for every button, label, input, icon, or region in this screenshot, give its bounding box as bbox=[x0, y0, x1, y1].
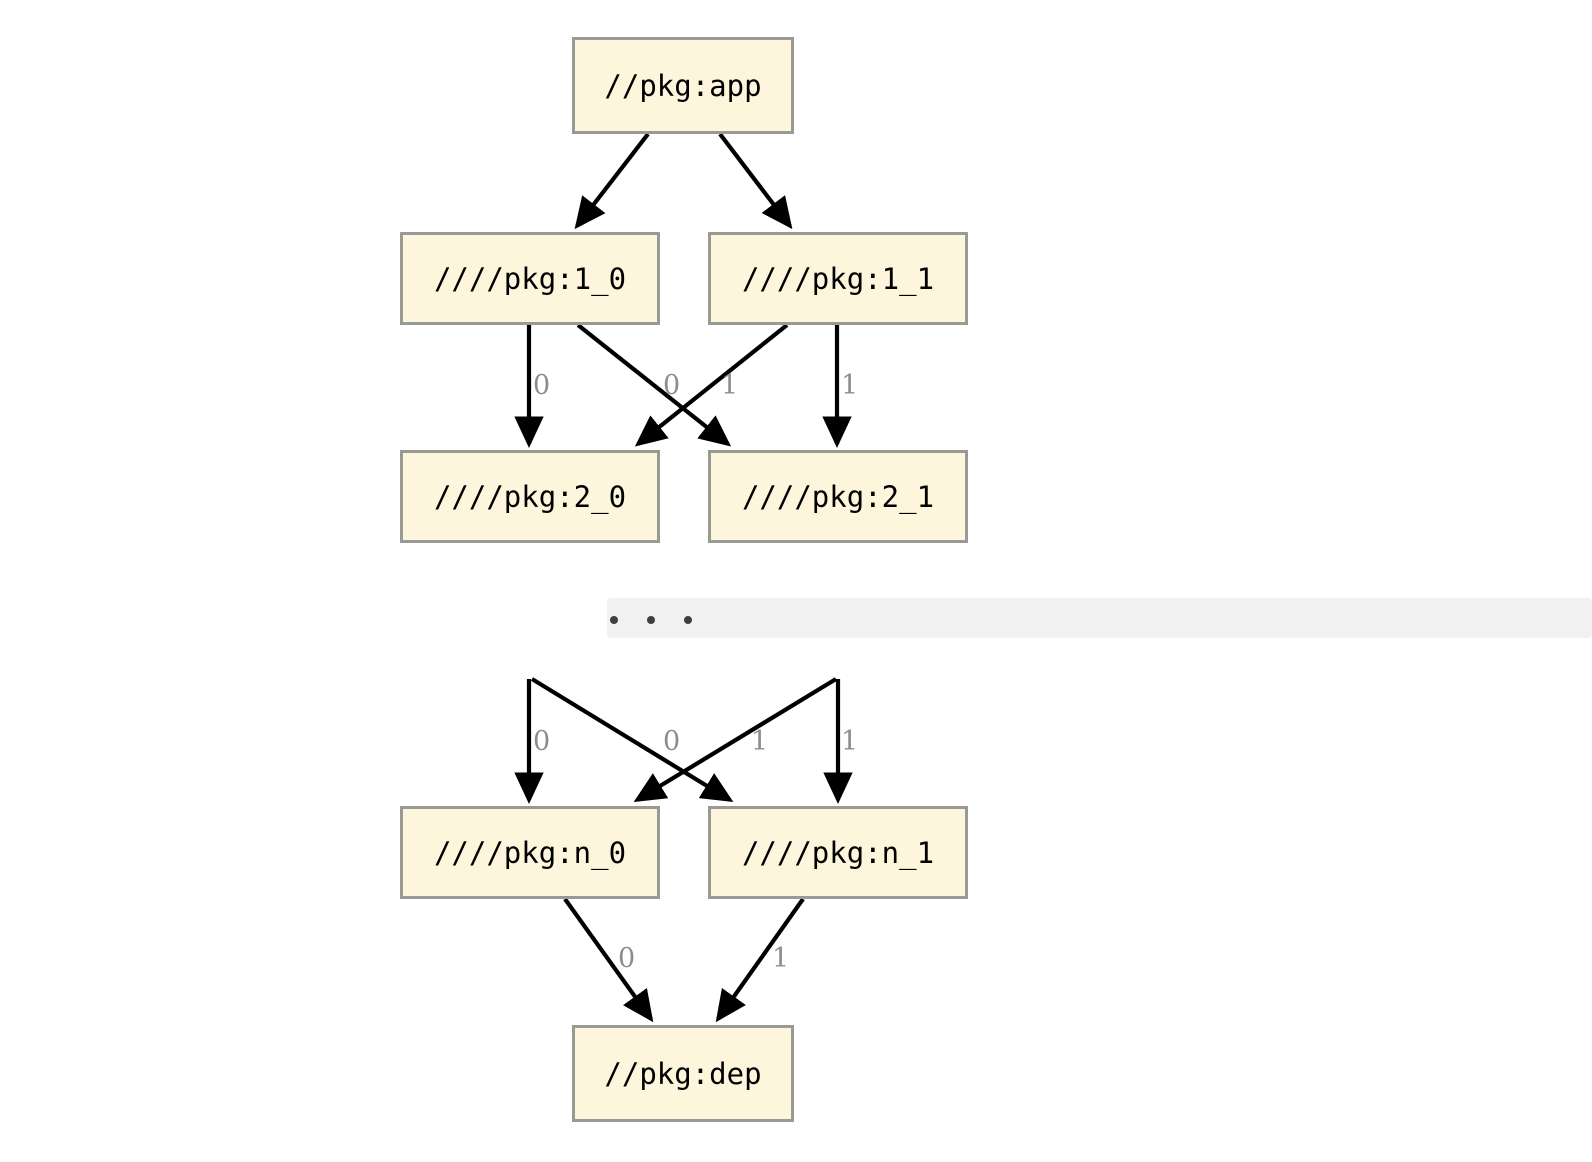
edge-cut-to-n_1-cross bbox=[530, 677, 734, 803]
edge-n_1-to-dep bbox=[715, 897, 805, 1023]
node-label: ////pkg:2_1 bbox=[741, 479, 935, 514]
node-label: //pkg:dep bbox=[604, 1056, 762, 1091]
edge-app-to-1_0 bbox=[574, 132, 650, 230]
node-label: ////pkg:n_1 bbox=[741, 835, 935, 870]
edge-label-1_0-to-2_0: 0 bbox=[533, 370, 551, 401]
edge-1_1-to-2_0 bbox=[634, 323, 789, 447]
node-pkg-1_0[interactable]: ////pkg:1_0 bbox=[400, 232, 660, 325]
ellipsis-dots-icon bbox=[610, 616, 692, 624]
node-label: ////pkg:1_1 bbox=[741, 261, 935, 296]
edge-app-to-1_1 bbox=[718, 132, 793, 230]
edge-label-n_1-to-dep: 1 bbox=[772, 943, 790, 974]
ellipsis-dot-icon bbox=[647, 616, 655, 624]
node-pkg-n_0[interactable]: ////pkg:n_0 bbox=[400, 806, 660, 899]
node-pkg-1_1[interactable]: ////pkg:1_1 bbox=[708, 232, 968, 325]
edge-label-cut-to-n_1-cross: 0 bbox=[663, 726, 681, 757]
edge-label-1_1-to-2_1: 1 bbox=[841, 370, 859, 401]
edge-label-1_0-to-2_1: 0 bbox=[663, 370, 681, 401]
node-label: ////pkg:1_0 bbox=[433, 261, 627, 296]
edge-label-cut-to-n_0-cross: 1 bbox=[751, 726, 769, 757]
node-pkg-dep[interactable]: //pkg:dep bbox=[572, 1025, 794, 1122]
node-pkg-2_0[interactable]: ////pkg:2_0 bbox=[400, 450, 660, 543]
ellipsis-dot-icon bbox=[610, 616, 618, 624]
edge-label-cut-to-n_0-straight: 0 bbox=[533, 726, 551, 757]
node-label: ////pkg:2_0 bbox=[433, 479, 627, 514]
node-pkg-app[interactable]: //pkg:app bbox=[572, 37, 794, 134]
edge-label-cut-to-n_1-straight: 1 bbox=[841, 726, 859, 757]
edge-1_0-to-2_1 bbox=[576, 323, 732, 447]
edge-label-n_0-to-dep: 0 bbox=[618, 943, 636, 974]
edge-cut-to-n_0-cross bbox=[633, 677, 838, 803]
edge-n_0-to-dep bbox=[563, 897, 654, 1023]
node-pkg-n_1[interactable]: ////pkg:n_1 bbox=[708, 806, 968, 899]
node-label: //pkg:app bbox=[604, 68, 762, 103]
edge-label-1_1-to-2_0: 1 bbox=[721, 370, 739, 401]
node-label: ////pkg:n_0 bbox=[433, 835, 627, 870]
ellipsis-band bbox=[607, 598, 1592, 638]
ellipsis-dot-icon bbox=[684, 616, 692, 624]
node-pkg-2_1[interactable]: ////pkg:2_1 bbox=[708, 450, 968, 543]
